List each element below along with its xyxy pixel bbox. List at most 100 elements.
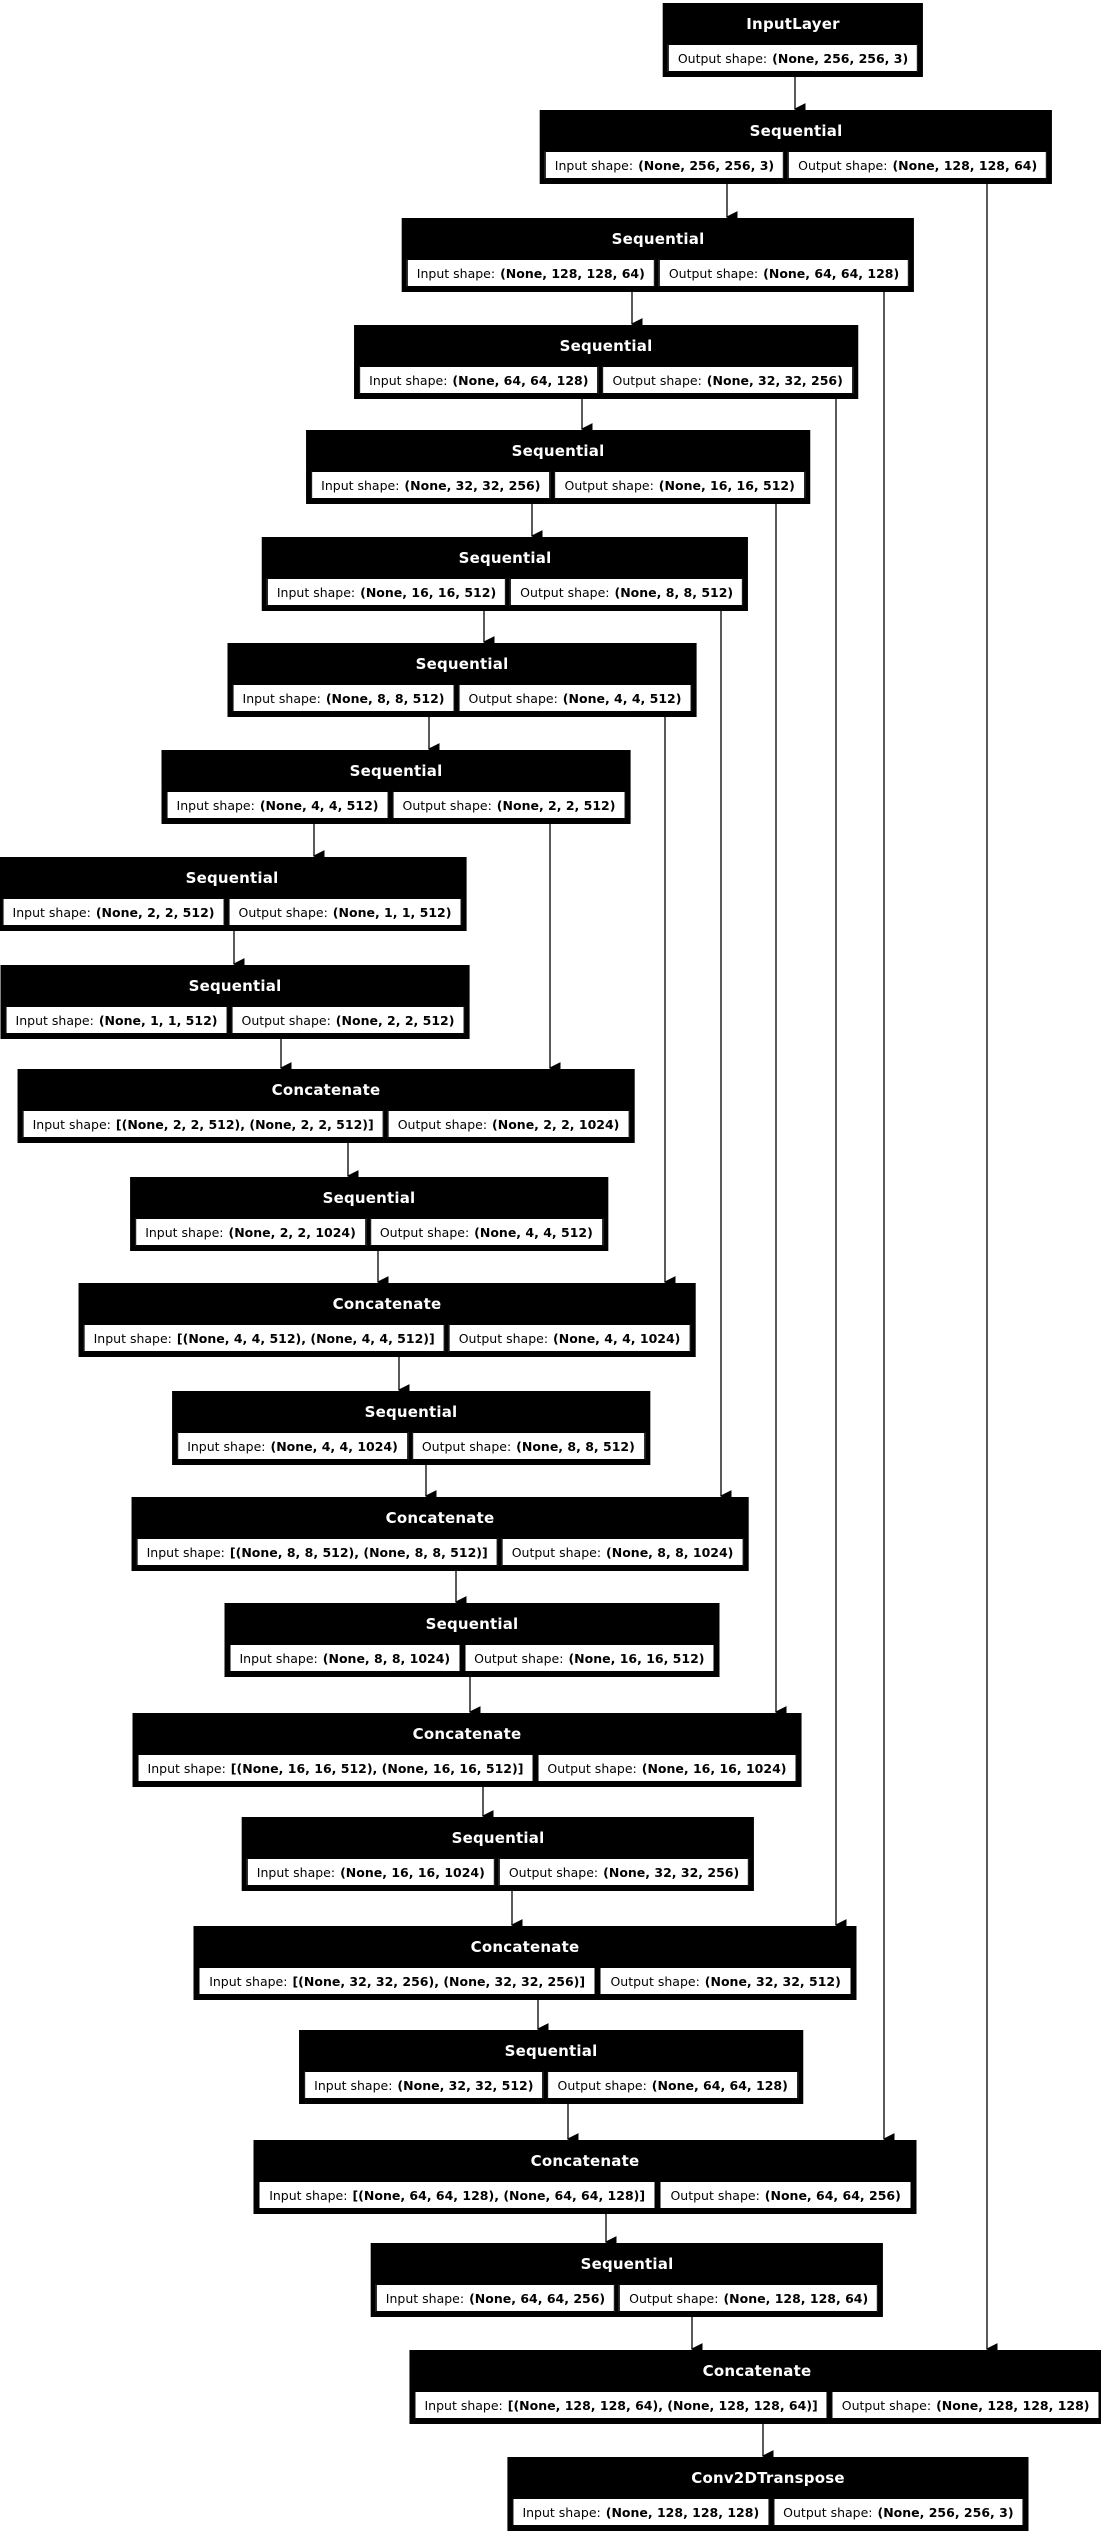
shape-rows: Input shape:(None, 256, 256, 3) Output s… xyxy=(544,151,1048,179)
shape-rows: Input shape:(None, 32, 32, 256) Output s… xyxy=(311,471,805,499)
output-shape-prefix: Output shape: xyxy=(547,1760,637,1776)
output-shape-value: (None, 64, 64, 128) xyxy=(763,265,900,281)
output-shape-prefix: Output shape: xyxy=(508,1864,599,1880)
layer-type-label: Concatenate xyxy=(412,1725,522,1743)
output-shape-prefix: Output shape: xyxy=(238,904,328,920)
output-shape-cell: Output shape:(None, 64, 64, 256) xyxy=(659,2181,912,2209)
shape-rows: Input shape:(None, 64, 64, 128) Output s… xyxy=(359,366,853,394)
input-shape-cell: Input shape:(None, 128, 128, 64) xyxy=(406,259,655,287)
input-shape-prefix: Input shape: xyxy=(522,2504,601,2520)
node-sequential-8: Sequential Input shape:(None, 2, 2, 512)… xyxy=(0,857,467,931)
input-shape-value: [(None, 128, 128, 64), (None, 128, 128, … xyxy=(507,2397,818,2413)
output-shape-cell: Output shape:(None, 2, 2, 512) xyxy=(392,791,626,819)
output-shape-prefix: Output shape: xyxy=(402,797,492,813)
node-sequential-5: Sequential Input shape:(None, 16, 16, 51… xyxy=(261,537,749,611)
node-concatenate-16: Concatenate Input shape:[(None, 16, 16, … xyxy=(132,1713,802,1787)
output-shape-value: (None, 16, 16, 512) xyxy=(568,1650,705,1666)
input-shape-cell: Input shape:[(None, 2, 2, 512), (None, 2… xyxy=(22,1110,384,1138)
input-shape-cell: Input shape:[(None, 32, 32, 256), (None,… xyxy=(198,1967,596,1995)
layer-type-label: Sequential xyxy=(415,655,509,673)
output-shape-prefix: Output shape: xyxy=(379,1224,470,1240)
node-conv2dtranspose-23: Conv2DTranspose Input shape:(None, 128, … xyxy=(507,2457,1029,2531)
layer-type-label: Sequential xyxy=(322,1189,416,1207)
input-shape-prefix: Input shape: xyxy=(385,2290,465,2306)
output-shape-prefix: Output shape: xyxy=(241,1012,331,1028)
input-shape-value: (None, 32, 32, 256) xyxy=(404,477,541,493)
layer-type-label: Concatenate xyxy=(332,1295,442,1313)
output-shape-prefix: Output shape: xyxy=(783,2504,873,2520)
output-shape-cell: Output shape:(None, 2, 2, 512) xyxy=(231,1006,465,1034)
output-shape-value: (None, 4, 4, 1024) xyxy=(553,1330,681,1346)
output-shape-prefix: Output shape: xyxy=(629,2290,719,2306)
input-shape-prefix: Input shape: xyxy=(176,797,255,813)
output-shape-cell: Output shape:(None, 2, 2, 1024) xyxy=(387,1110,630,1138)
node-sequential-11: Sequential Input shape:(None, 2, 2, 1024… xyxy=(130,1177,608,1251)
output-shape-cell: Output shape:(None, 64, 64, 128) xyxy=(658,259,910,287)
input-shape-value: [(None, 32, 32, 256), (None, 32, 32, 256… xyxy=(292,1973,586,1989)
node-sequential-21: Sequential Input shape:(None, 64, 64, 25… xyxy=(370,2243,884,2317)
node-concatenate-18: Concatenate Input shape:[(None, 32, 32, … xyxy=(193,1926,857,2000)
layer-type-label: Sequential xyxy=(511,442,605,460)
input-shape-prefix: Input shape: xyxy=(321,477,400,493)
input-shape-prefix: Input shape: xyxy=(12,904,91,920)
shape-rows: Input shape:(None, 1, 1, 512) Output sha… xyxy=(5,1006,465,1034)
input-shape-value: (None, 256, 256, 3) xyxy=(638,157,775,173)
output-shape-prefix: Output shape: xyxy=(798,157,888,173)
output-shape-cell: Output shape:(None, 128, 128, 64) xyxy=(788,151,1048,179)
layer-type-label: Sequential xyxy=(188,977,282,995)
layer-type-label: Sequential xyxy=(559,337,653,355)
node-concatenate-20: Concatenate Input shape:[(None, 64, 64, … xyxy=(253,2140,917,2214)
node-sequential-13: Sequential Input shape:(None, 4, 4, 1024… xyxy=(172,1391,650,1465)
input-shape-prefix: Input shape: xyxy=(369,372,448,388)
output-shape-value: (None, 16, 16, 512) xyxy=(658,477,795,493)
output-shape-prefix: Output shape: xyxy=(668,265,759,281)
input-shape-cell: Input shape:[(None, 16, 16, 512), (None,… xyxy=(137,1754,534,1782)
input-shape-cell: Input shape:(None, 32, 32, 512) xyxy=(304,2071,544,2099)
input-shape-prefix: Input shape: xyxy=(93,1330,172,1346)
layer-type-label: Sequential xyxy=(451,1829,545,1847)
input-shape-cell: Input shape:(None, 4, 4, 512) xyxy=(166,791,389,819)
output-shape-prefix: Output shape: xyxy=(511,1544,602,1560)
output-shape-value: (None, 128, 128, 128) xyxy=(936,2397,1090,2413)
output-shape-prefix: Output shape: xyxy=(677,50,768,66)
output-shape-cell: Output shape:(None, 16, 16, 512) xyxy=(554,471,805,499)
input-shape-cell: Input shape:(None, 32, 32, 256) xyxy=(311,471,551,499)
output-shape-prefix: Output shape: xyxy=(610,1973,700,1989)
shape-rows: Input shape:(None, 2, 2, 512) Output sha… xyxy=(2,898,462,926)
output-shape-cell: Output shape:(None, 16, 16, 512) xyxy=(464,1644,715,1672)
input-shape-value: (None, 4, 4, 512) xyxy=(259,797,379,813)
output-shape-cell: Output shape:(None, 8, 8, 1024) xyxy=(501,1538,744,1566)
output-shape-cell: Output shape:(None, 1, 1, 512) xyxy=(228,898,462,926)
node-sequential-2: Sequential Input shape:(None, 128, 128, … xyxy=(401,218,915,292)
output-shape-value: (None, 16, 16, 1024) xyxy=(641,1760,787,1776)
shape-rows: Input shape:(None, 128, 128, 128) Output… xyxy=(512,2498,1024,2526)
output-shape-prefix: Output shape: xyxy=(670,2187,760,2203)
output-shape-cell: Output shape:(None, 256, 256, 3) xyxy=(667,44,919,72)
input-shape-cell: Input shape:(None, 1, 1, 512) xyxy=(5,1006,228,1034)
output-shape-value: (None, 128, 128, 64) xyxy=(892,157,1038,173)
layer-type-label: Concatenate xyxy=(385,1509,495,1527)
layer-type-label: Concatenate xyxy=(271,1081,381,1099)
output-shape-value: (None, 64, 64, 256) xyxy=(764,2187,901,2203)
output-shape-cell: Output shape:(None, 16, 16, 1024) xyxy=(537,1754,797,1782)
node-inputlayer-0: InputLayer Output shape:(None, 256, 256,… xyxy=(662,3,924,77)
input-shape-prefix: Input shape: xyxy=(146,1544,225,1560)
input-shape-value: (None, 16, 16, 512) xyxy=(360,584,497,600)
output-shape-value: (None, 1, 1, 512) xyxy=(332,904,452,920)
input-shape-prefix: Input shape: xyxy=(554,157,634,173)
input-shape-value: [(None, 64, 64, 128), (None, 64, 64, 128… xyxy=(352,2187,646,2203)
input-shape-value: (None, 64, 64, 128) xyxy=(452,372,589,388)
output-shape-value: (None, 2, 2, 1024) xyxy=(492,1116,620,1132)
node-concatenate-12: Concatenate Input shape:[(None, 4, 4, 51… xyxy=(78,1283,696,1357)
input-shape-value: (None, 64, 64, 256) xyxy=(469,2290,606,2306)
input-shape-cell: Input shape:(None, 2, 2, 512) xyxy=(2,898,225,926)
input-shape-cell: Input shape:(None, 128, 128, 128) xyxy=(512,2498,770,2526)
layer-type-label: Sequential xyxy=(504,2042,598,2060)
output-shape-cell: Output shape:(None, 32, 32, 256) xyxy=(602,366,853,394)
output-shape-prefix: Output shape: xyxy=(564,477,654,493)
shape-rows: Input shape:(None, 4, 4, 512) Output sha… xyxy=(166,791,626,819)
input-shape-value: [(None, 4, 4, 512), (None, 4, 4, 512)] xyxy=(176,1330,435,1346)
input-shape-prefix: Input shape: xyxy=(424,2397,503,2413)
